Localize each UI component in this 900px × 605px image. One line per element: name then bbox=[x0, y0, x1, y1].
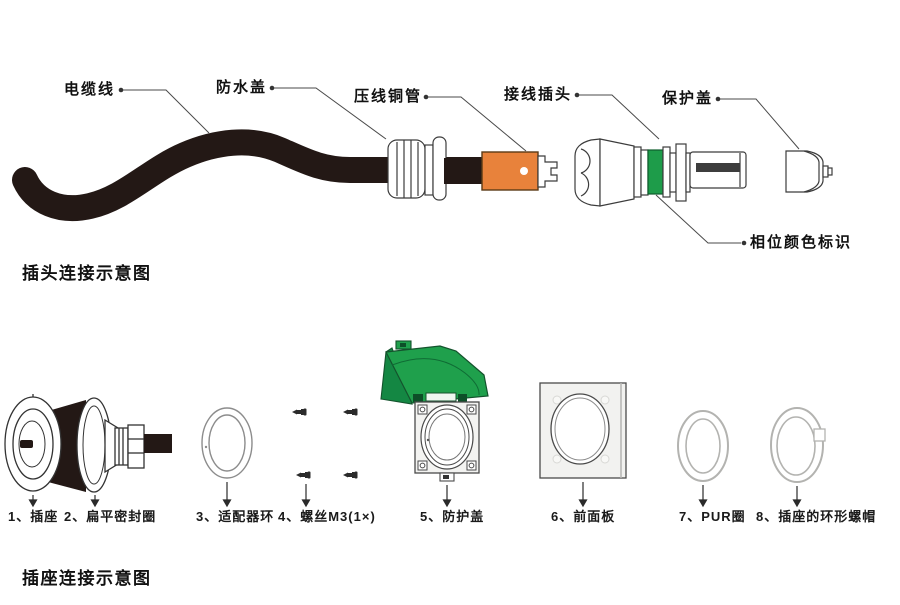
plug-illustration bbox=[574, 138, 747, 207]
part-label-flat-seal: 2、扁平密封圈 bbox=[64, 509, 157, 524]
crimp-tube-illustration bbox=[481, 151, 558, 191]
screws-illustration bbox=[292, 408, 358, 479]
part-label-pur-ring: 7、PUR圈 bbox=[679, 509, 746, 524]
part-arrows bbox=[28, 482, 802, 508]
pur-ring-illustration bbox=[677, 410, 729, 482]
label-phase-color-mark: 相位颜色标识 bbox=[750, 234, 853, 251]
phase-color-band bbox=[647, 149, 664, 195]
part-label-front-panel: 6、前面板 bbox=[551, 509, 616, 524]
leader-lines bbox=[123, 87, 800, 244]
cable-illustration bbox=[12, 129, 500, 222]
part-label-socket: 1、插座 bbox=[8, 509, 59, 524]
crimp-tip bbox=[537, 155, 558, 188]
label-waterproof-cover: 防水盖 bbox=[216, 79, 268, 96]
plug-barrel-stripe bbox=[696, 163, 740, 172]
label-protective-cap: 保护盖 bbox=[662, 90, 714, 107]
part-label-screws: 4、螺丝M3(1×) bbox=[278, 509, 376, 524]
part-label-protect-cover: 5、防护盖 bbox=[420, 509, 485, 524]
adapter-ring-illustration bbox=[201, 407, 253, 479]
part-label-adapter-ring: 3、适配器环 bbox=[196, 509, 275, 524]
socket-section-title: 插座连接示意图 bbox=[22, 569, 152, 588]
green-lid bbox=[385, 345, 489, 404]
part-label-ring-nut: 8、插座的环形螺帽 bbox=[756, 509, 877, 524]
plug-section-title: 插头连接示意图 bbox=[22, 264, 152, 283]
label-wiring-plug: 接线插头 bbox=[504, 86, 573, 103]
label-cable: 电缆线 bbox=[64, 81, 116, 98]
socket-illustration bbox=[4, 394, 172, 493]
waterproof-gland-illustration bbox=[387, 136, 447, 201]
crimp-tube-dot bbox=[520, 167, 528, 175]
protective-cap-illustration bbox=[785, 150, 833, 193]
front-panel-illustration bbox=[539, 382, 627, 479]
protective-cover-illustration bbox=[380, 340, 489, 482]
leader-dots bbox=[118, 85, 747, 246]
label-crimp-tube: 压线铜管 bbox=[354, 88, 423, 105]
ring-nut-illustration bbox=[770, 407, 826, 483]
cable-stub bbox=[444, 158, 486, 184]
